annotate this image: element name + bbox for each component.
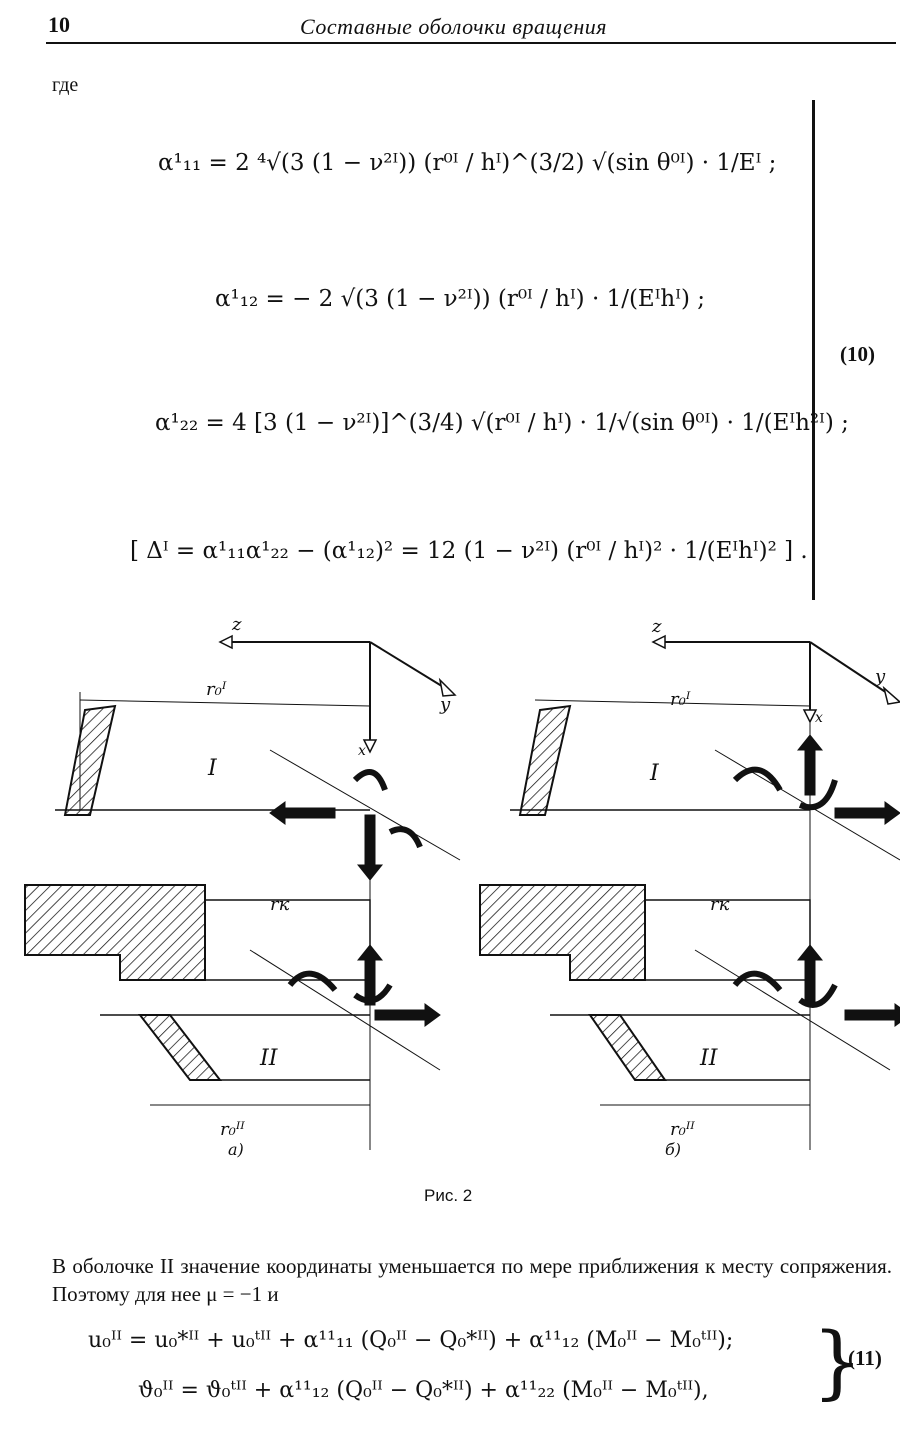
- equation-alpha12: α¹₁₂ = − 2 √(3 (1 − ν²ᴵ)) (r⁰ᴵ / hᴵ) · 1…: [215, 286, 705, 312]
- figure-2-diagram: z y x r₀ᴵ I II r₀ᴵᴵ rк а) z y x r₀ᴵ I II…: [24, 614, 900, 1159]
- equation-group-bracket: [812, 100, 815, 600]
- region-I-label-a: I: [207, 756, 218, 781]
- region-II-label-b: II: [699, 1046, 719, 1071]
- r0I-label-a: r₀ᴵ: [206, 679, 227, 700]
- body-paragraph: В оболочке II значение координаты уменьш…: [52, 1254, 892, 1306]
- rk-label-a: rк: [270, 894, 290, 915]
- sublabel-a: а): [228, 1140, 244, 1159]
- axis-x-label-b: x: [815, 710, 823, 726]
- intro-word: где: [52, 74, 79, 96]
- equation-u0: u₀ᴵᴵ = u₀*ᴵᴵ + u₀ᵗᴵᴵ + α¹¹₁₁ (Q₀ᴵᴵ − Q₀*…: [88, 1328, 734, 1353]
- equation-theta0: ϑ₀ᴵᴵ = ϑ₀ᵗᴵᴵ + α¹¹₁₂ (Q₀ᴵᴵ − Q₀*ᴵᴵ) + α¹…: [138, 1378, 709, 1403]
- equation-delta: [ Δᴵ = α¹₁₁α¹₂₂ − (α¹₁₂)² = 12 (1 − ν²ᴵ)…: [130, 538, 808, 564]
- figure-caption: Рис. 2: [424, 1186, 473, 1205]
- rk-label-b: rк: [710, 894, 730, 915]
- sublabel-b: б): [665, 1140, 681, 1159]
- axis-x-label-a: x: [358, 743, 366, 759]
- axis-z-label-b: z: [651, 616, 662, 637]
- equation-number-11: (11): [848, 1346, 882, 1370]
- axis-y-label-b: y: [874, 666, 886, 687]
- equation-group-brace: }: [812, 1315, 863, 1408]
- region-I-label-b: I: [649, 761, 660, 786]
- r0II-label-b: r₀ᴵᴵ: [670, 1119, 695, 1140]
- r0II-label-a: r₀ᴵᴵ: [220, 1119, 245, 1140]
- page-number: 10: [48, 12, 70, 37]
- equation-alpha22: α¹₂₂ = 4 [3 (1 − ν²ᴵ)]^(3/4) √(r⁰ᴵ / hᴵ)…: [155, 410, 849, 436]
- axis-y-label-a: y: [439, 694, 451, 715]
- equation-number-10: (10): [840, 342, 875, 366]
- variant-a: [24, 634, 461, 1150]
- running-title: Составные оболочки вращения: [300, 14, 607, 39]
- region-II-label-a: II: [259, 1046, 279, 1071]
- header-rule: [46, 42, 896, 44]
- variant-b: [479, 634, 900, 1150]
- r0I-label-b: r₀ᴵ: [670, 689, 691, 710]
- equation-alpha11: α¹₁₁ = 2 ⁴√(3 (1 − ν²ᴵ)) (r⁰ᴵ / hᴵ)^(3/2…: [158, 150, 777, 176]
- axis-z-label-a: z: [231, 614, 242, 635]
